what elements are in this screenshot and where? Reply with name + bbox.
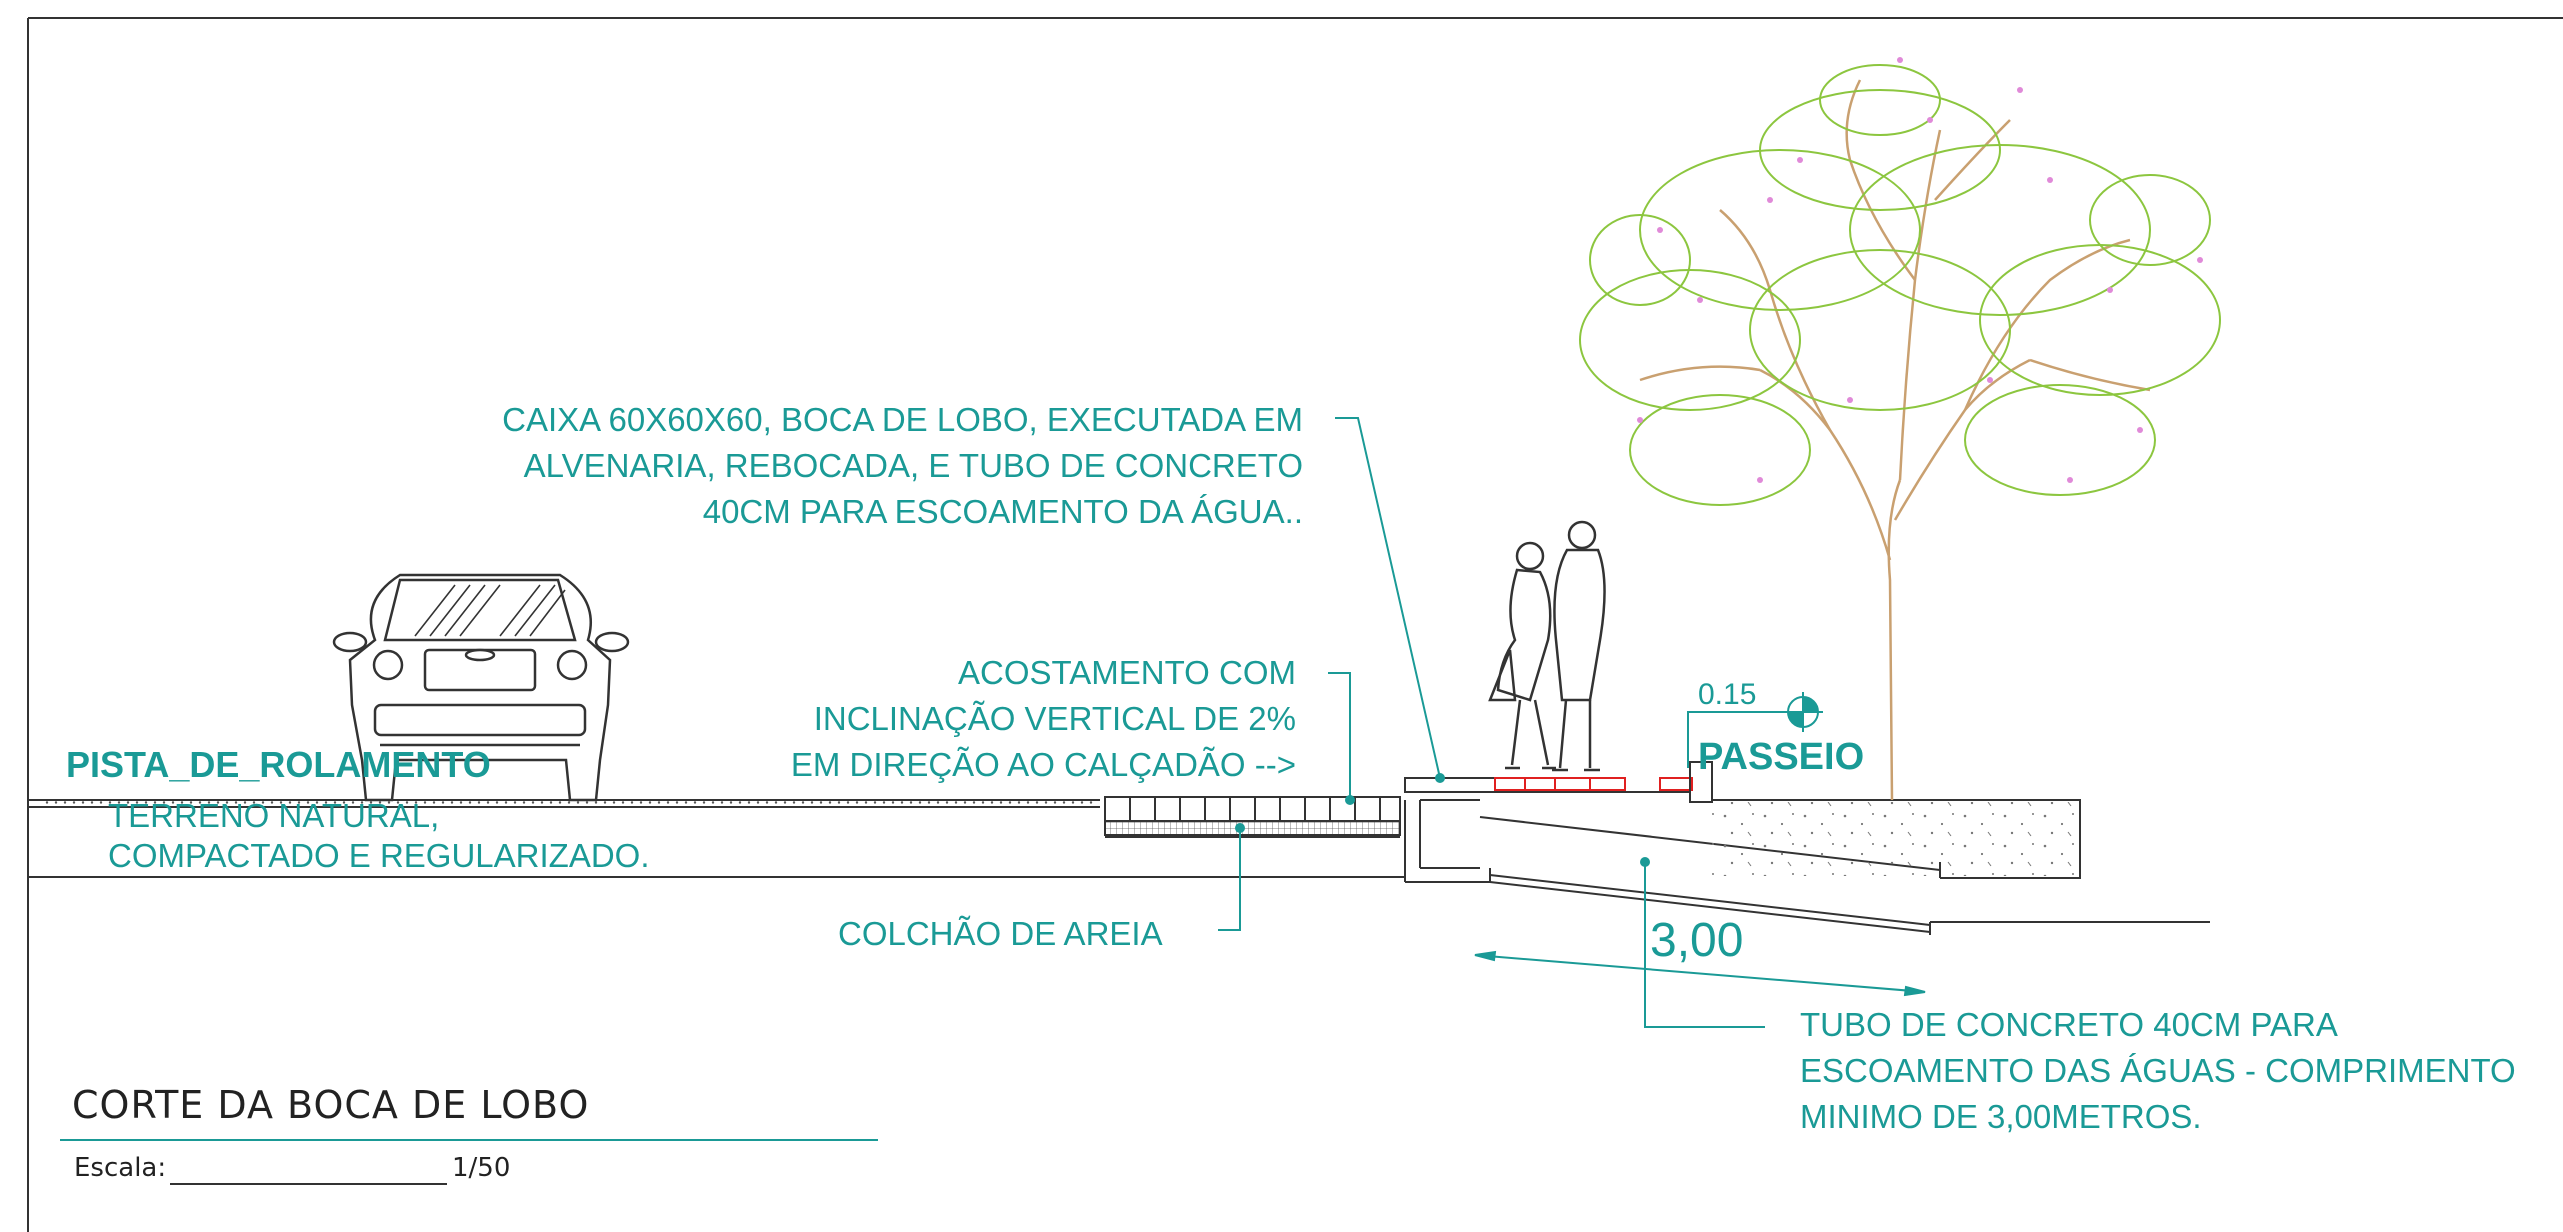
leader-acostamento xyxy=(1328,672,1351,800)
tree xyxy=(1579,57,2221,801)
storm-drain-box xyxy=(1404,777,1496,883)
sidewalk-fill xyxy=(1712,802,2078,876)
label-colchao: COLCHÃO DE AREIA xyxy=(838,915,1163,952)
label-passeio: PASSEIO xyxy=(1698,736,1865,778)
label-tubo-line-1: TUBO DE CONCRETO 40CM PARA xyxy=(1800,1006,2338,1043)
dimension-line xyxy=(1474,950,1926,997)
leader-caixa xyxy=(1335,417,1441,779)
car-rear-view xyxy=(332,573,630,802)
label-acostamento-line-2: INCLINAÇÃO VERTICAL DE 2% xyxy=(813,700,1296,737)
label-passeio-height: 0.15 xyxy=(1698,678,1757,711)
pedestrians xyxy=(1488,520,1606,772)
level-marker-icon xyxy=(1783,692,1823,732)
label-acostamento-line-3: EM DIREÇÃO AO CALÇADÃO --> xyxy=(790,746,1296,783)
tree-foliage xyxy=(1579,64,2221,506)
label-caixa: CAIXA 60X60X60, BOCA DE LOBO, EXECUTADA … xyxy=(502,397,1303,535)
label-terreno-line-1: TERRENO NATURAL, xyxy=(108,797,440,834)
label-caixa-line-1: CAIXA 60X60X60, BOCA DE LOBO, EXECUTADA … xyxy=(502,401,1303,438)
sand-bed xyxy=(1104,820,1401,836)
label-pista: PISTA_DE_ROLAMENTO xyxy=(66,744,491,785)
leader-dots xyxy=(1235,773,1650,867)
shoulder-pavers xyxy=(1104,796,1401,822)
leader-lines xyxy=(1218,417,1800,1028)
drain-grate xyxy=(1494,777,1693,791)
label-caixa-line-3: 40CM PARA ESCOAMENTO DA ÁGUA.. xyxy=(702,493,1303,530)
label-terreno: TERRENO NATURAL, COMPACTADO E REGULARIZA… xyxy=(108,796,650,876)
scale-value: 1/50 xyxy=(452,1153,511,1183)
label-tubo: TUBO DE CONCRETO 40CM PARA ESCOAMENTO DA… xyxy=(1800,1002,2516,1140)
road-aggregate-hatch xyxy=(45,801,1095,806)
tree-flowers xyxy=(1637,57,2203,483)
road-section xyxy=(28,799,1405,878)
scale-label: Escala: xyxy=(74,1153,167,1183)
label-caixa-line-2: ALVENARIA, REBOCADA, E TUBO DE CONCRETO xyxy=(523,447,1303,484)
label-terreno-line-2: COMPACTADO E REGULARIZADO. xyxy=(108,837,650,874)
label-acostamento: ACOSTAMENTO COM INCLINAÇÃO VERTICAL DE 2… xyxy=(791,650,1296,788)
dimension-value: 3,00 xyxy=(1650,914,1744,967)
concrete-pipe xyxy=(1489,874,2210,935)
leader-passeio xyxy=(1687,711,1800,768)
leader-colchao xyxy=(1218,828,1241,931)
label-tubo-line-3: MINIMO DE 3,00METROS. xyxy=(1800,1098,2202,1135)
sheet-border xyxy=(27,17,2563,1232)
leader-tubo xyxy=(1644,862,1765,1028)
label-tubo-line-2: ESCOAMENTO DAS ÁGUAS - COMPRIMENTO xyxy=(1800,1052,2516,1089)
drawing-title: CORTE DA BOCA DE LOBO xyxy=(72,1083,590,1127)
label-acostamento-line-1: ACOSTAMENTO COM xyxy=(958,654,1296,691)
